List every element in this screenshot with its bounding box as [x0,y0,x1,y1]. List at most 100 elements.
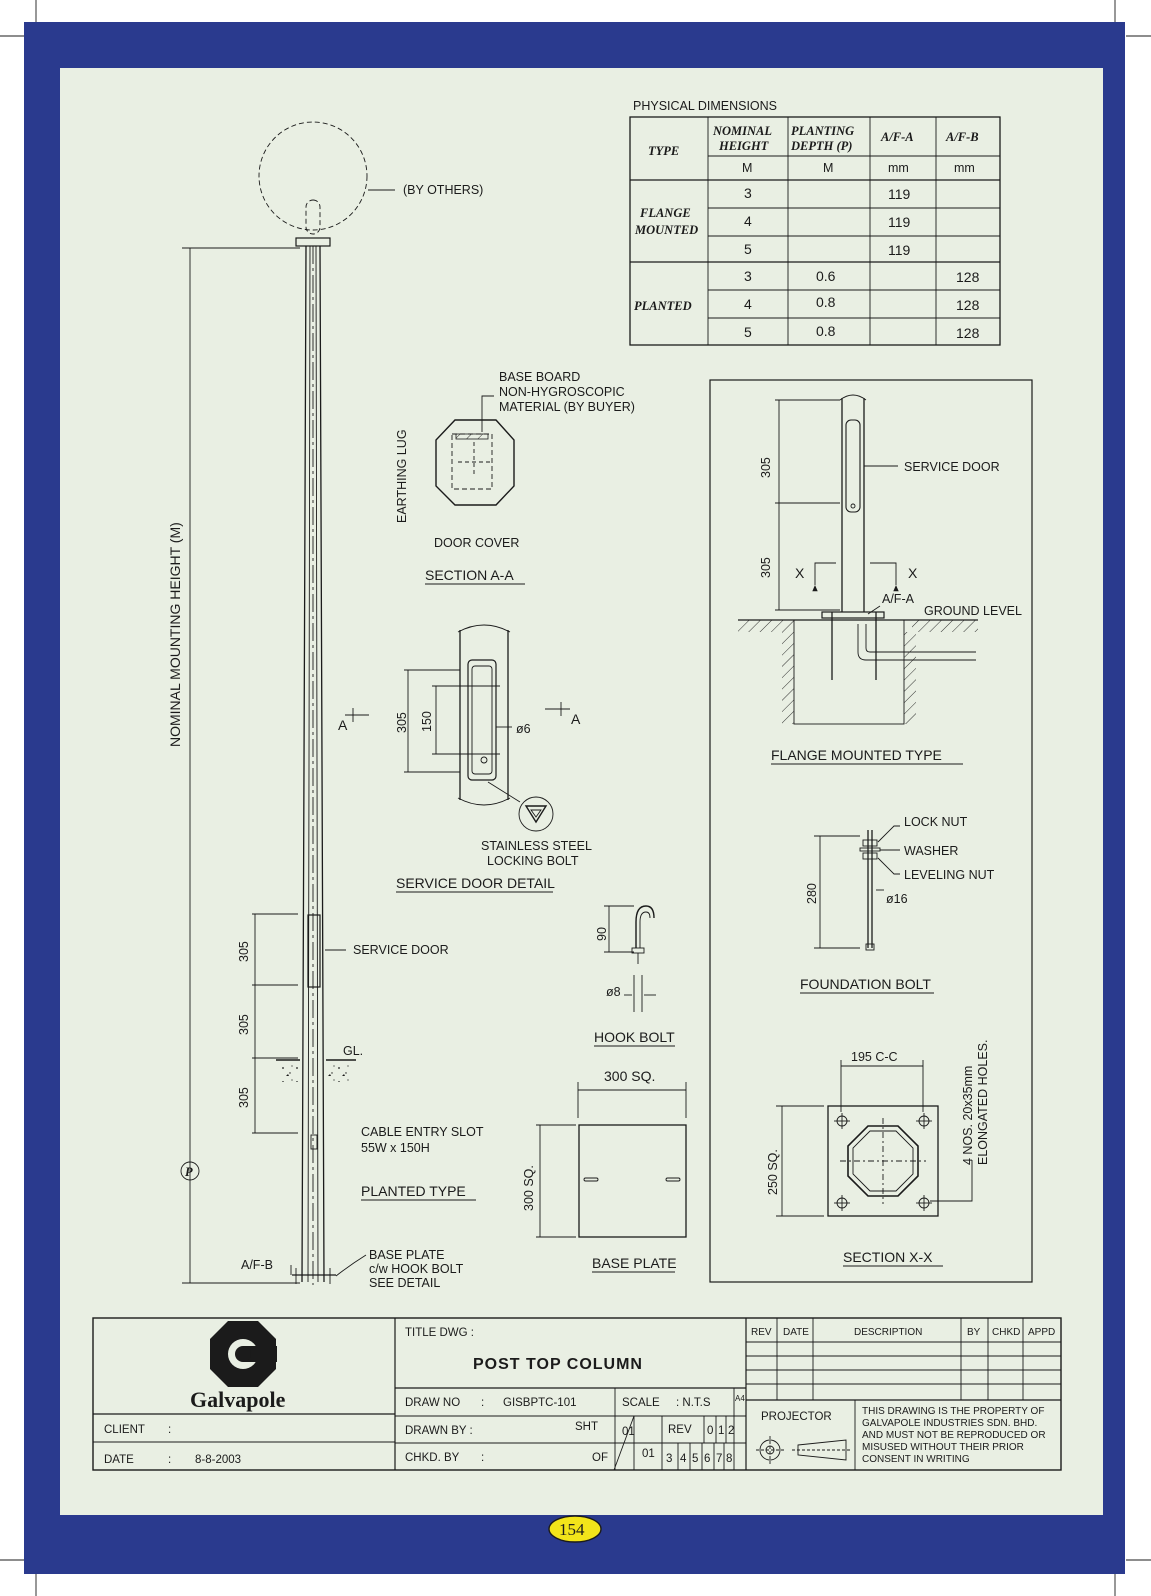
section-xx-plate [827,1105,939,1217]
row3-height: 5 [744,241,752,257]
client-label: CLIENT [104,1424,145,1436]
group-flange-2: MOUNTED [634,223,698,237]
row4-height: 3 [744,268,752,284]
of-value: 01 [642,1448,655,1460]
date-value: 8-8-2003 [195,1454,241,1466]
group-planted: PLANTED [634,299,692,313]
client-sep: : [168,1424,171,1436]
rev-digit-7: 7 [716,1453,722,1465]
row2-height: 4 [744,213,752,229]
scale-label: SCALE [622,1397,660,1409]
row3-afa: 119 [888,242,911,258]
rev-digit-8: 8 [726,1453,732,1465]
base-board-2: NON-HYGROSCOPIC [499,385,625,399]
base-board-1: BASE BOARD [499,370,580,384]
pole-top-cap [295,237,331,247]
base-plate-title: BASE PLATE [592,1255,677,1271]
title-dwg-label: TITLE DWG : [405,1327,474,1339]
base-plate-note-3: SEE DETAIL [369,1276,440,1290]
service-door-detail-title: SERVICE DOOR DETAIL [396,875,555,891]
row5-depth: 0.8 [816,294,836,310]
rev-digit-5: 5 [692,1453,698,1465]
planting-depth-marker: P [185,1165,193,1179]
section-xx-title: SECTION X-X [843,1249,933,1265]
pole-service-door [307,914,321,988]
notice-line-1: THIS DRAWING IS THE PROPERTY OF [862,1406,1044,1417]
pole-service-door-label: SERVICE DOOR [353,943,449,957]
col-type: TYPE [648,144,679,158]
base-plate-note-1: BASE PLATE [369,1248,445,1262]
sht-value: 01 [622,1426,635,1438]
mounting-height-label: NOMINAL MOUNTING HEIGHT (M) [167,522,183,747]
base-plate-dim-top: 300 SQ. [604,1068,655,1084]
section-xx-dim-side: 250 SQ. [766,1149,780,1195]
earthing-lug-label: EARTHING LUG [395,429,409,523]
flange-afa: A/F-A [882,592,915,606]
flange-service-door-label: SERVICE DOOR [904,460,1000,474]
foundation-phi16: ø16 [886,892,908,906]
col-height-2: HEIGHT [718,139,770,153]
projection-symbol-icon [756,1436,850,1464]
locking-bolt-1: STAINLESS STEEL [481,839,592,853]
section-xx-holes-1: 4 NOS. 20x35mm [961,1066,975,1165]
hook-bolt: 90 ø8 HOOK BOLT [594,905,675,1047]
sheet-size: A4 [735,1394,745,1403]
service-door-detail: A A 305 150 ø6 STAINLESS STEEL LOCKING B… [338,624,592,893]
table-title: PHYSICAL DIMENSIONS [633,99,777,113]
flange-mounted-title: FLANGE MOUNTED TYPE [771,747,942,763]
notice-line-4: MISUSED WITHOUT THEIR PRIOR [862,1442,1024,1453]
sht-label: SHT [575,1421,598,1433]
cable-slot-label-1: CABLE ENTRY SLOT [361,1125,484,1139]
foundation-bolt-title: FOUNDATION BOLT [800,976,931,992]
pole-shaft [301,245,325,1283]
row1-height: 3 [744,185,752,201]
unit-height: M [742,161,752,175]
hook-bolt-title: HOOK BOLT [594,1029,675,1045]
flange-dim-upper: 305 [759,457,773,478]
chkd-by-label: CHKD. BY [405,1452,460,1464]
hook-phi8: ø8 [606,985,621,999]
hook-dim-90: 90 [595,927,609,941]
of-label: OF [592,1452,608,1464]
draw-no-sep: : [481,1397,484,1409]
rev-digit-2: 2 [728,1425,734,1437]
row1-afa: 119 [888,186,911,202]
cable-entry-slot [310,1134,318,1150]
washer-label: WASHER [904,844,958,858]
lamp [305,199,321,235]
date-label: DATE [104,1454,134,1466]
rev-digit-4: 4 [680,1453,687,1465]
foundation-bolt: LOCK NUT WASHER LEVELING NUT ø16 280 FOU… [800,815,995,994]
base-plate-detail: 300 SQ. 300 SQ. BASE PLATE [522,1068,687,1273]
notice-line-5: CONSENT IN WRITING [862,1454,970,1465]
rev-header-chkd: CHKD [992,1327,1020,1338]
notice-line-2: GALVAPOLE INDUSTRIES SDN. BHD. [862,1418,1037,1429]
ground-level-text: GROUND LEVEL [924,604,1022,618]
drawing-title: POST TOP COLUMN [473,1356,643,1373]
door-cover-label: DOOR COVER [434,536,519,550]
unit-depth: M [823,161,833,175]
section-xx-holes-2: ELONGATED HOLES. [976,1040,990,1166]
door-dim-305: 305 [395,712,409,733]
base-board-3: MATERIAL (BY BUYER) [499,400,635,414]
date-sep: : [168,1454,171,1466]
locking-bolt-icon [518,796,554,832]
group-flange-1: FLANGE [639,206,691,220]
drawing-sheet [60,68,1103,1515]
notice-line-3: AND MUST NOT BE REPRODUCED OR [862,1430,1046,1441]
rev-digit-1: 1 [718,1425,724,1437]
draw-no-label: DRAW NO [405,1397,460,1409]
rev-header-appd: APPD [1028,1327,1055,1338]
flange-dim-lower: 305 [759,557,773,578]
planted-type-title: PLANTED TYPE [361,1183,466,1199]
locking-bolt-2: LOCKING BOLT [487,854,579,868]
ground-level-label: GL. [343,1044,363,1058]
globe-lantern [258,121,368,231]
row5-height: 4 [744,296,752,312]
rev-header-description: DESCRIPTION [854,1327,922,1338]
row4-depth: 0.6 [816,268,836,284]
unit-afb: mm [954,161,975,175]
section-aa: BASE BOARD NON-HYGROSCOPIC MATERIAL (BY … [395,370,635,585]
pole-dim-2: 305 [237,1014,251,1035]
